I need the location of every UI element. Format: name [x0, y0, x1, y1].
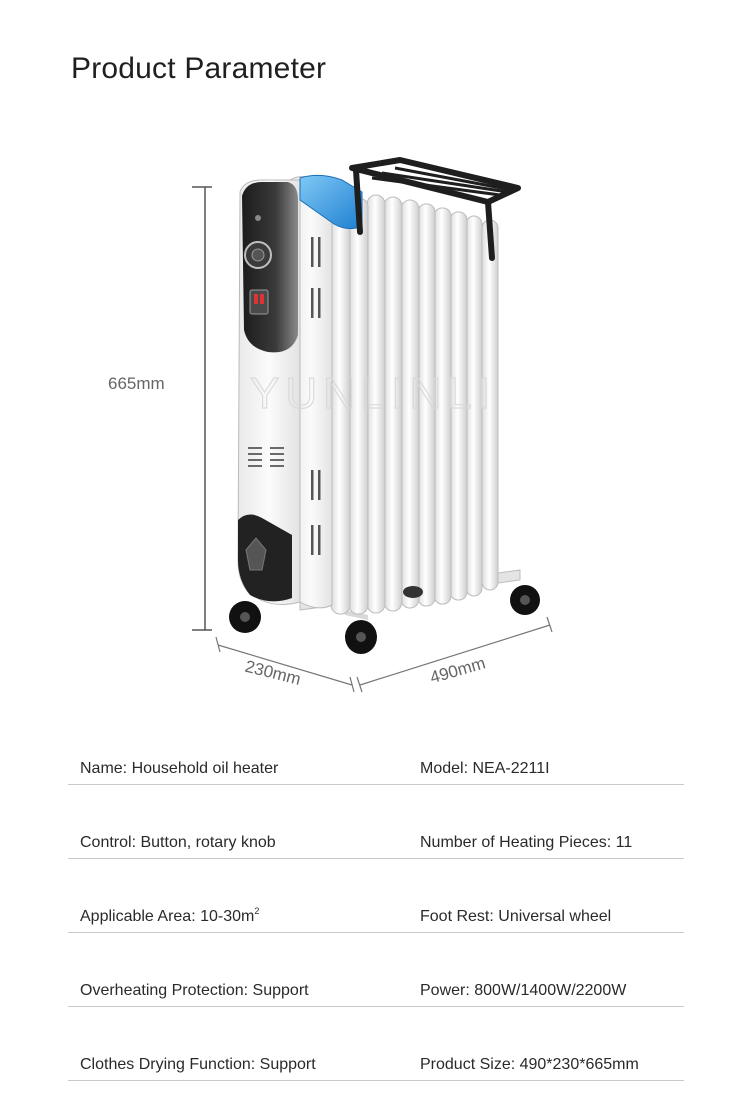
page-title: Product Parameter	[71, 52, 327, 85]
control-panel	[242, 182, 298, 353]
param-size: Product Size: 490*230*665mm	[420, 1056, 639, 1073]
param-row: Name: Household oil heater Model: NEA-22…	[68, 748, 684, 785]
base-foot	[345, 610, 368, 620]
width-label: 490mm	[428, 653, 488, 687]
cord-hook-icon	[245, 537, 267, 571]
caster-wheels	[229, 585, 540, 654]
param-row: Applicable Area: 10-30m2 Foot Rest: Univ…	[68, 859, 684, 933]
front-vents	[248, 447, 284, 467]
heating-fins	[330, 194, 499, 615]
param-area: Applicable Area: 10-30m2	[80, 906, 260, 925]
watermark: YUNLINLI	[250, 369, 496, 418]
cord-holder	[238, 514, 292, 602]
param-drying: Clothes Drying Function: Support	[80, 1056, 316, 1073]
param-foot-rest: Foot Rest: Universal wheel	[420, 908, 612, 925]
clothes-drying-rack	[349, 157, 521, 261]
switch-light-2	[260, 294, 264, 304]
param-model: Model: NEA-2211I	[420, 760, 550, 777]
param-name: Name: Household oil heater	[80, 760, 279, 777]
depth-dimension	[215, 636, 355, 693]
param-power: Power: 800W/1400W/2200W	[420, 982, 627, 999]
heater-illustration: 665mm 230mm 490mm	[108, 157, 553, 693]
product-figure: 665mm 230mm 490mm	[0, 140, 750, 700]
switch-light-1	[254, 294, 258, 304]
power-switch	[249, 289, 269, 315]
param-row: Control: Button, rotary knob Number of H…	[68, 785, 684, 859]
indicator-icon	[255, 215, 261, 221]
width-dimension	[356, 616, 553, 693]
param-row: Overheating Protection: Support Power: 8…	[68, 933, 684, 1007]
height-label: 665mm	[108, 374, 165, 393]
param-control: Control: Button, rotary knob	[80, 834, 276, 851]
param-overheating: Overheating Protection: Support	[80, 982, 309, 999]
side-vents	[311, 237, 321, 555]
knob-center	[251, 248, 265, 262]
parameter-table: Name: Household oil heater Model: NEA-22…	[68, 748, 684, 1081]
height-dimension	[192, 186, 212, 631]
param-row: Clothes Drying Function: Support Product…	[68, 1007, 684, 1081]
param-heating-pieces: Number of Heating Pieces: 11	[420, 834, 633, 851]
